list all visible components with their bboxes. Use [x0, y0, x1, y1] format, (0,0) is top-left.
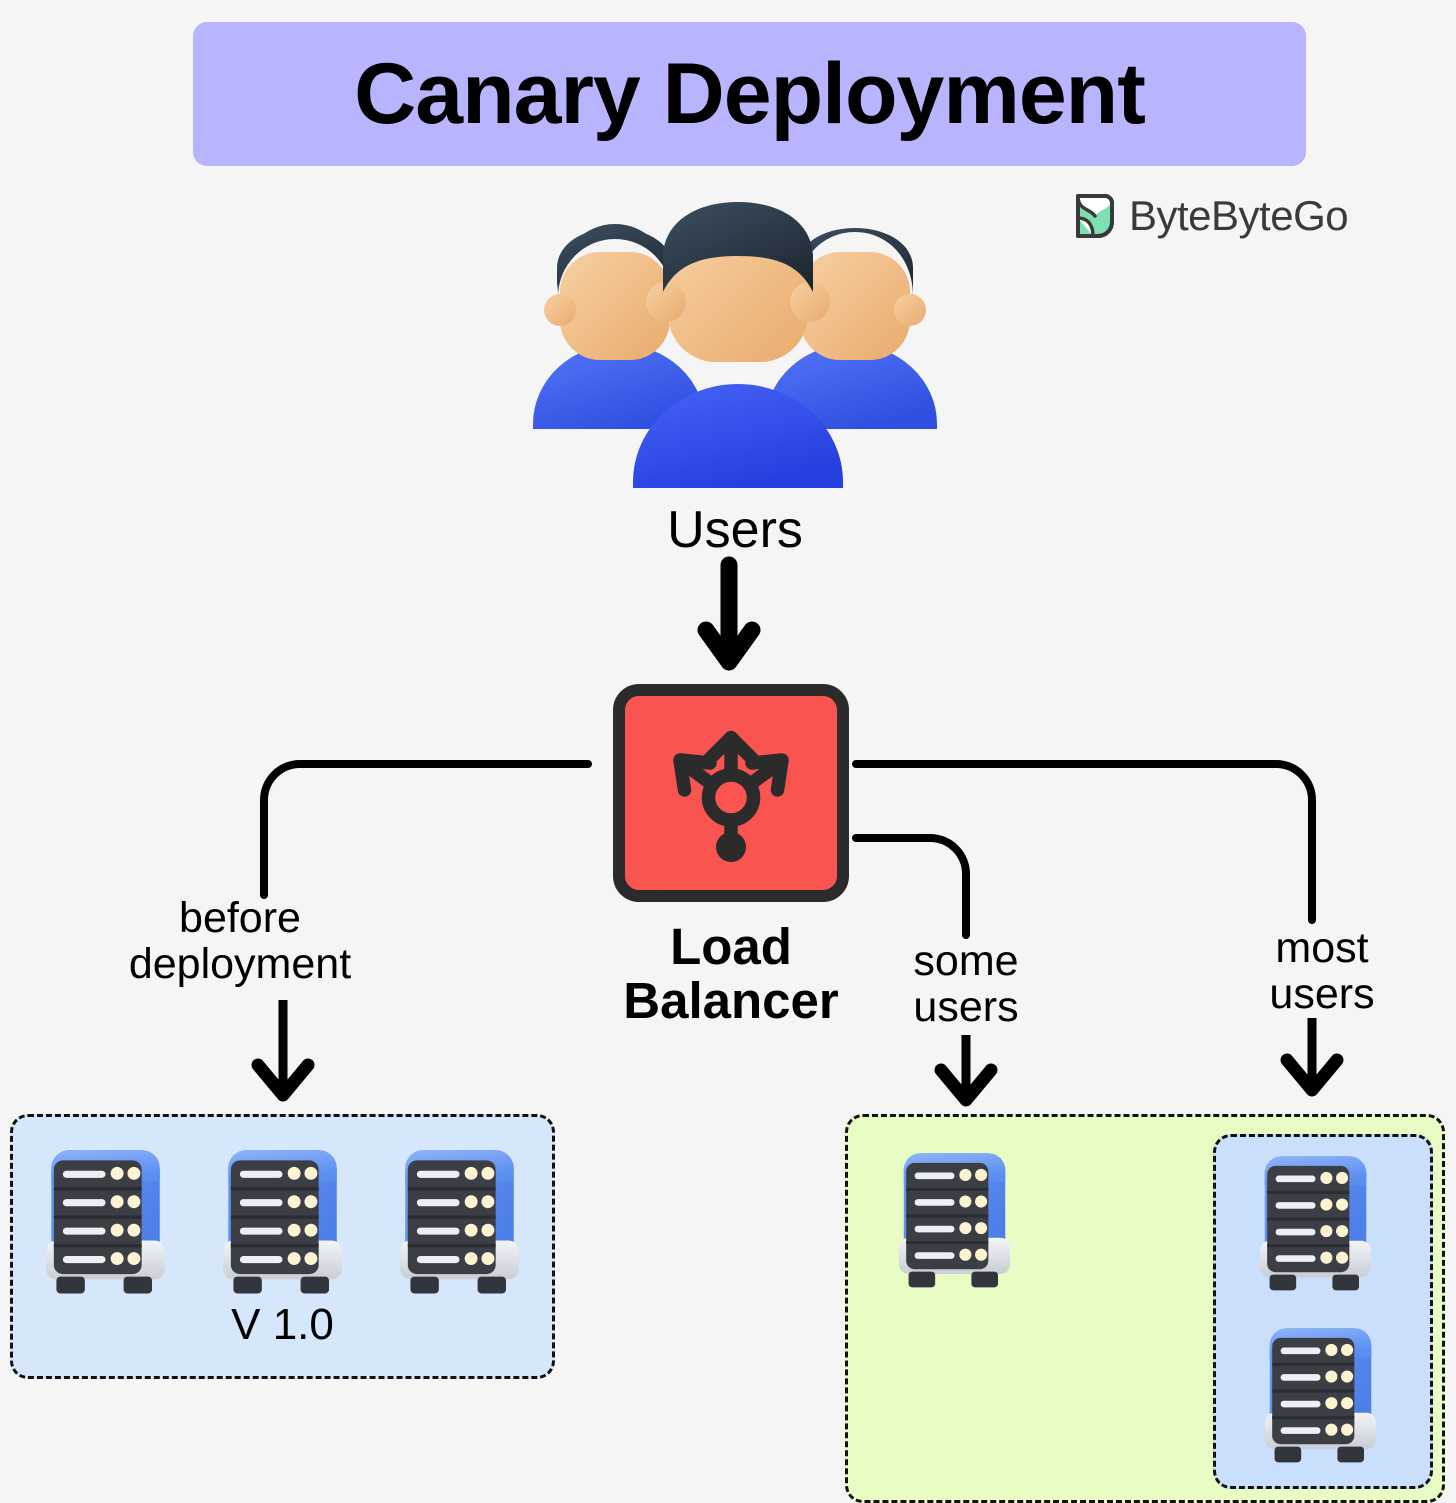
title-banner: Canary Deployment	[193, 22, 1306, 166]
version-label-v1: V 1.0	[231, 1300, 334, 1349]
brand-logo: ByteByteGo	[1073, 192, 1349, 240]
users-label: Users	[667, 501, 803, 559]
server-rack-icon	[221, 1148, 344, 1296]
brand-name: ByteByteGo	[1129, 192, 1349, 239]
distribute-arrows-icon	[673, 730, 789, 862]
server-rack-icon	[897, 1151, 1012, 1289]
edge-users-to-lb	[697, 556, 761, 671]
server-rack-icon	[1263, 1326, 1378, 1464]
load-balancer-node	[613, 684, 849, 902]
server-rack-icon	[1258, 1154, 1373, 1292]
v1-server-list	[28, 1142, 537, 1317]
server-rack-icon	[398, 1148, 521, 1296]
edge-label-before-deployment: before deployment	[128, 894, 352, 988]
edge-label-some-users: some users	[913, 937, 1019, 1031]
users-icon	[533, 202, 937, 488]
server-rack-icon	[44, 1148, 167, 1296]
edge-label-most-users: most users	[1269, 924, 1375, 1018]
load-balancer-label: Load Balancer	[623, 918, 839, 1030]
page-title: Canary Deployment	[354, 46, 1146, 142]
bytebytego-logo-icon	[1076, 194, 1114, 238]
